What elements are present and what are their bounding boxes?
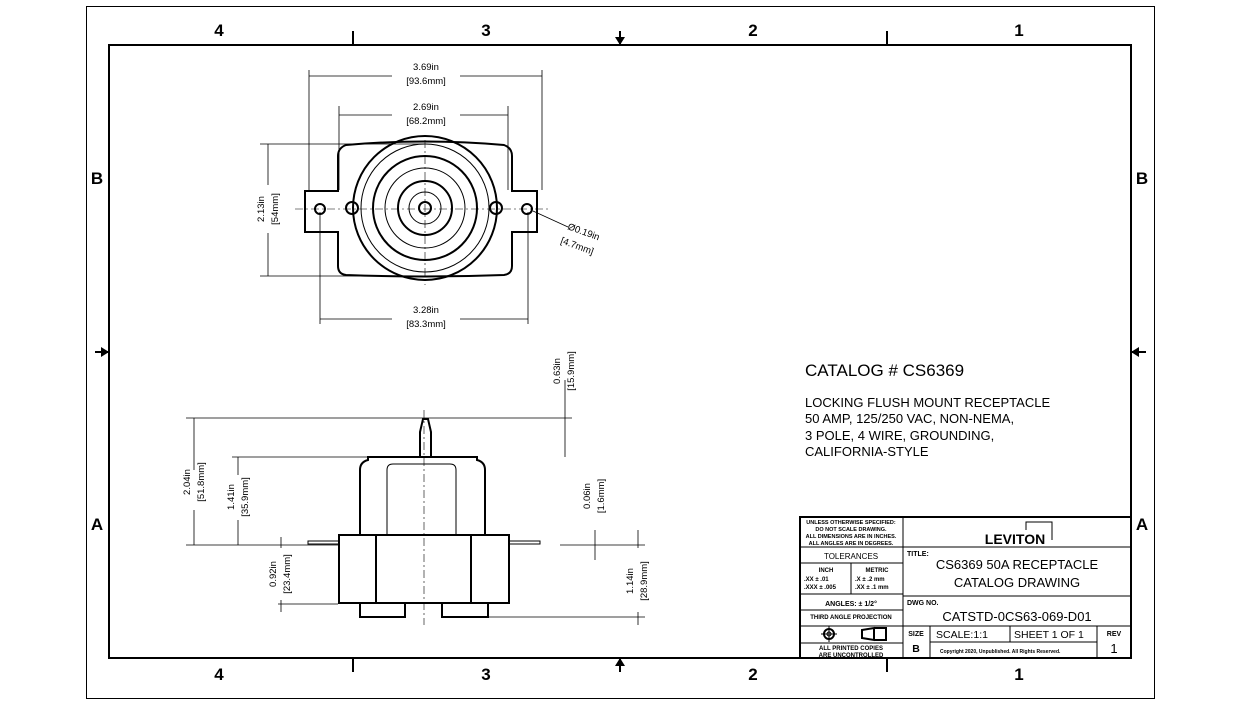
zone-col-4-bottom: 4 [214,665,224,684]
angles-tolerance: ANGLES: ± 1/2° [825,600,877,608]
dim-hole-spacing-mm: [83.3mm] [406,319,446,330]
zone-markers: 4 3 2 1 4 3 2 1 B B A A [91,21,1148,684]
inch-tolerance: .XX ± .01 [804,577,829,583]
zone-col-3-top: 3 [481,21,490,40]
dim-total-depth-mm: [28.9mm] [639,561,650,601]
rev-label: REV [1107,631,1122,638]
zone-col-2-top: 2 [748,21,757,40]
rev-value: 1 [1110,641,1117,656]
zone-row-b-right: B [1136,169,1148,188]
note-line: UNLESS OTHERWISE SPECIFIED: [806,520,896,526]
third-angle-projection-icon [821,626,887,642]
dim-height-mm: [54mm] [270,193,281,225]
size-value: B [912,643,920,655]
dim-pin-height-in: 0.63in [552,358,563,384]
note-line: ALL DIMENSIONS ARE IN INCHES. [806,534,897,540]
dim-overall-height-in: 2.04in [182,469,193,495]
dim-body-width-in: 2.69in [413,102,439,113]
catalog-number: CATALOG # CS6369 [805,361,964,380]
leviton-logo: LEVITON [985,521,1053,547]
dim-housing-height-in: 1.41in [226,484,237,510]
description-line: CALIFORNIA-STYLE [805,444,929,459]
dim-base-depth-in: 0.92in [268,561,279,587]
drawing-title: CATALOG DRAWING [954,575,1080,590]
zone-row-a-left: A [91,515,103,534]
note-line: DO NOT SCALE DRAWING. [815,527,887,533]
scale: SCALE:1:1 [936,629,988,641]
inch-label: INCH [819,568,834,574]
dim-overall-width-in: 3.69in [413,62,439,73]
outer-border [86,6,1155,699]
title-label: TITLE: [907,551,929,558]
dim-hole-spacing-in: 3.28in [413,305,439,316]
dim-housing-height-mm: [35.9mm] [240,477,251,517]
tolerances-label: TOLERANCES [824,552,878,561]
zone-col-1-bottom: 1 [1014,665,1023,684]
printed-copies-note: ARE UNCONTROLLED [819,653,884,659]
zone-row-a-right: A [1136,515,1148,534]
dim-body-width-mm: [68.2mm] [406,116,446,127]
copyright: Copyright 2020, Unpublished. All Rights … [940,649,1061,655]
size-label: SIZE [908,631,924,638]
note-line: ALL ANGLES ARE IN DEGREES. [809,541,894,547]
catalog-description: CATALOG # CS6369 LOCKING FLUSH MOUNT REC… [805,361,1050,459]
dwg-no-label: DWG NO. [907,600,939,607]
dim-flange-thickness-mm: [1.6mm] [596,479,607,513]
top-view: 3.69in [93.6mm] 2.69in [68.2mm] 3.28in [… [256,62,601,330]
description-line: LOCKING FLUSH MOUNT RECEPTACLE [805,395,1050,410]
dwg-number: CATSTD-0CS63-069-D01 [942,609,1091,624]
zone-col-1-top: 1 [1014,21,1023,40]
dim-base-depth-mm: [23.4mm] [282,554,293,594]
dim-total-depth-in: 1.14in [625,568,636,594]
dim-pin-height-mm: [15.9mm] [566,351,577,391]
projection-label: THIRD ANGLE PROJECTION [810,615,891,621]
description-line: 3 POLE, 4 WIRE, GROUNDING, [805,428,994,443]
metric-label: METRIC [866,568,890,574]
zone-row-b-left: B [91,169,103,188]
side-view: 2.04in [51.8mm] 1.41in [35.9mm] 0.92in [… [182,351,650,625]
zone-col-2-bottom: 2 [748,665,757,684]
dim-overall-width-mm: [93.6mm] [406,76,446,87]
title-block: UNLESS OTHERWISE SPECIFIED: DO NOT SCALE… [799,516,1132,659]
drawing-title: CS6369 50A RECEPTACLE [936,557,1099,572]
dim-height-in: 2.13in [256,196,267,222]
printed-copies-note: ALL PRINTED COPIES [819,646,883,652]
dim-flange-thickness-in: 0.06in [582,483,593,509]
description-line: 50 AMP, 125/250 VAC, NON-NEMA, [805,411,1014,426]
inch-tolerance: .XXX ± .005 [804,585,837,591]
svg-text:LEVITON: LEVITON [985,531,1045,547]
metric-tolerance: .XX ± .1 mm [855,585,889,591]
zone-col-3-bottom: 3 [481,665,490,684]
zone-col-4-top: 4 [214,21,224,40]
dim-overall-height-mm: [51.8mm] [196,462,207,502]
sheet-number: SHEET 1 OF 1 [1014,629,1084,641]
metric-tolerance: .X ± .2 mm [855,577,885,583]
